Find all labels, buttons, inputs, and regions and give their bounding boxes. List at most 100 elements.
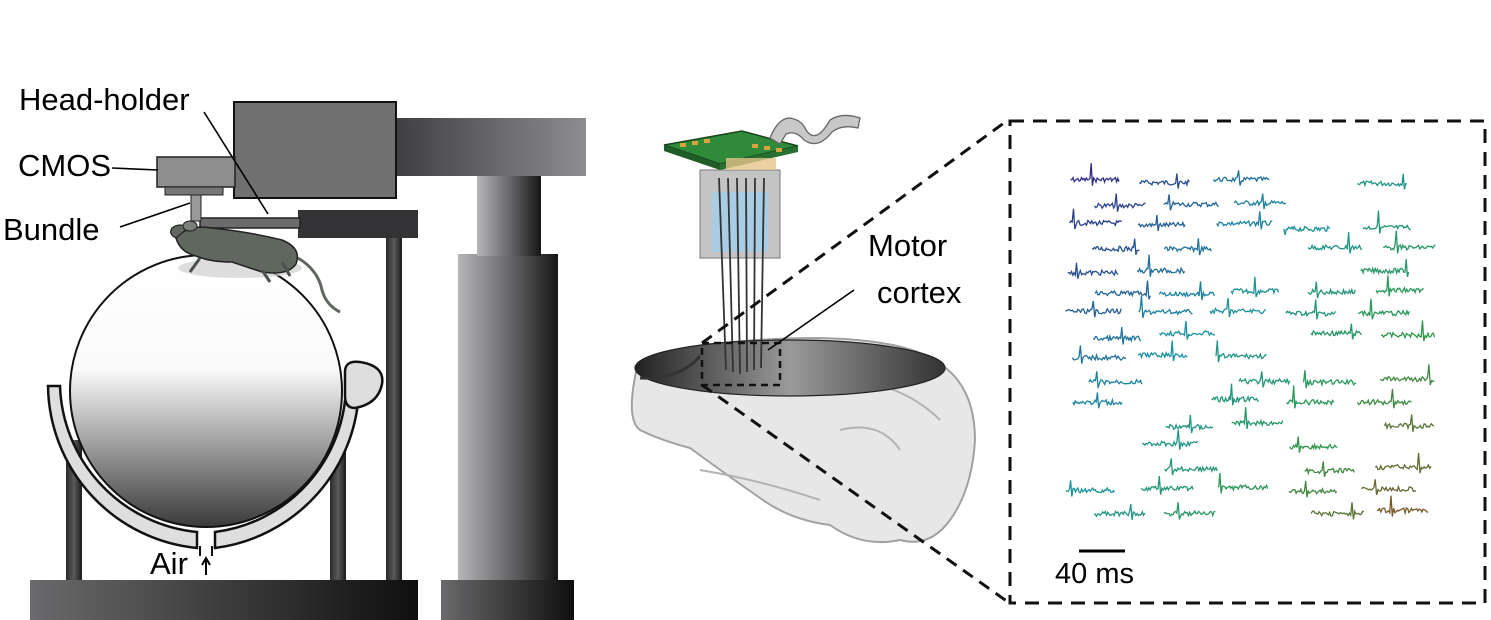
spike-trace bbox=[1209, 297, 1267, 318]
spike-trace bbox=[1093, 503, 1146, 521]
rig-base-left bbox=[30, 580, 418, 620]
motor-cortex-leader bbox=[767, 289, 855, 351]
spike-trace bbox=[1091, 238, 1140, 255]
spike-trace bbox=[1380, 320, 1436, 342]
traces-panel bbox=[1008, 119, 1487, 605]
air-arrow-icon bbox=[201, 555, 211, 575]
spike-trace bbox=[1211, 383, 1260, 406]
spike-trace bbox=[1289, 436, 1338, 453]
spike-trace bbox=[1233, 193, 1287, 210]
support-post bbox=[386, 238, 402, 580]
head-holder-plate bbox=[298, 210, 418, 238]
spike-trace bbox=[1358, 298, 1411, 320]
label-air: Air bbox=[150, 546, 188, 581]
head-holder-rod bbox=[199, 217, 301, 229]
spike-trace bbox=[1310, 502, 1365, 520]
spike-trace bbox=[1094, 280, 1151, 300]
spike-trace bbox=[1216, 211, 1273, 230]
spike-traces bbox=[1065, 163, 1436, 521]
spike-trace bbox=[1218, 473, 1269, 494]
label-cmos: CMOS bbox=[18, 148, 111, 183]
spike-trace bbox=[1356, 388, 1412, 409]
spike-trace bbox=[1163, 502, 1216, 520]
brain-illustration bbox=[630, 336, 977, 544]
mouse-illustration bbox=[170, 220, 341, 314]
spike-trace bbox=[1165, 414, 1214, 434]
spike-trace bbox=[1142, 429, 1199, 450]
spike-trace bbox=[1231, 406, 1284, 430]
spike-trace bbox=[1069, 208, 1122, 230]
behavior-rig bbox=[30, 101, 586, 620]
spike-trace bbox=[1067, 262, 1119, 279]
holder-knob bbox=[343, 360, 384, 410]
spike-trace bbox=[1137, 340, 1188, 362]
manipulator-block bbox=[233, 101, 397, 199]
spike-trace bbox=[1092, 327, 1142, 345]
spike-trace bbox=[1215, 340, 1267, 363]
zoom-line-top bbox=[701, 118, 1009, 345]
flex-cable-illustration bbox=[769, 114, 861, 145]
spike-trace bbox=[1071, 345, 1127, 364]
spike-trace bbox=[1159, 321, 1216, 340]
spike-trace bbox=[1357, 173, 1408, 190]
spike-trace bbox=[1163, 194, 1220, 211]
spike-trace bbox=[1375, 275, 1424, 297]
label-motor: Motor bbox=[868, 228, 947, 263]
spike-trace bbox=[1285, 299, 1337, 320]
zoom-line-bottom bbox=[701, 383, 1009, 604]
fiber-bundle bbox=[190, 194, 202, 222]
cmos-base bbox=[164, 186, 224, 196]
spike-trace bbox=[1304, 461, 1355, 477]
spike-trace bbox=[1070, 163, 1120, 186]
label-bundle: Bundle bbox=[3, 212, 100, 247]
spike-trace bbox=[1362, 210, 1412, 234]
spike-trace bbox=[1136, 254, 1186, 277]
spike-trace bbox=[1283, 224, 1331, 236]
spike-trace bbox=[1383, 230, 1436, 254]
spike-trace bbox=[1307, 232, 1363, 254]
spike-trace bbox=[1158, 281, 1215, 301]
spike-trace bbox=[1302, 370, 1357, 389]
spike-trace bbox=[1383, 414, 1435, 433]
spike-trace bbox=[1065, 300, 1122, 318]
label-cortex: cortex bbox=[877, 275, 962, 310]
column-lower bbox=[458, 254, 558, 580]
spike-trace bbox=[1361, 479, 1417, 496]
spike-trace bbox=[1164, 458, 1218, 476]
spike-trace bbox=[1139, 173, 1190, 189]
ball-holder bbox=[46, 384, 199, 550]
cmos-camera bbox=[156, 156, 236, 188]
spike-trace bbox=[1140, 476, 1194, 495]
arm bbox=[394, 118, 586, 176]
spike-trace bbox=[1288, 480, 1338, 498]
spike-trace bbox=[1065, 480, 1116, 497]
probe-illustration bbox=[699, 169, 781, 375]
spike-trace bbox=[1212, 170, 1270, 186]
spike-trace bbox=[1163, 238, 1212, 256]
spike-trace bbox=[1238, 371, 1291, 388]
support-post bbox=[330, 440, 346, 580]
spike-trace bbox=[1138, 295, 1193, 319]
label-head-holder: Head-holder bbox=[19, 82, 190, 117]
spike-trace bbox=[1088, 371, 1143, 389]
spike-trace bbox=[1379, 364, 1435, 386]
spike-trace bbox=[1230, 276, 1280, 298]
spike-trace bbox=[1360, 258, 1410, 277]
spike-trace bbox=[1072, 392, 1123, 409]
spike-trace bbox=[1310, 323, 1362, 340]
spike-trace bbox=[1286, 385, 1335, 409]
rig-leaders bbox=[111, 111, 269, 228]
spike-trace bbox=[1376, 495, 1429, 517]
motor-cortex-box bbox=[700, 341, 782, 387]
spike-trace bbox=[1137, 215, 1186, 232]
column-upper bbox=[477, 176, 541, 256]
rig-base-right bbox=[441, 580, 574, 620]
spike-trace bbox=[1374, 452, 1432, 474]
brain-cut-surface bbox=[634, 339, 946, 397]
ball-treadmill bbox=[69, 254, 343, 528]
pcb-illustration bbox=[663, 130, 799, 170]
spike-trace bbox=[1307, 281, 1356, 299]
spike-trace bbox=[1093, 193, 1146, 212]
label-scale-bar: 40 ms bbox=[1055, 558, 1134, 590]
